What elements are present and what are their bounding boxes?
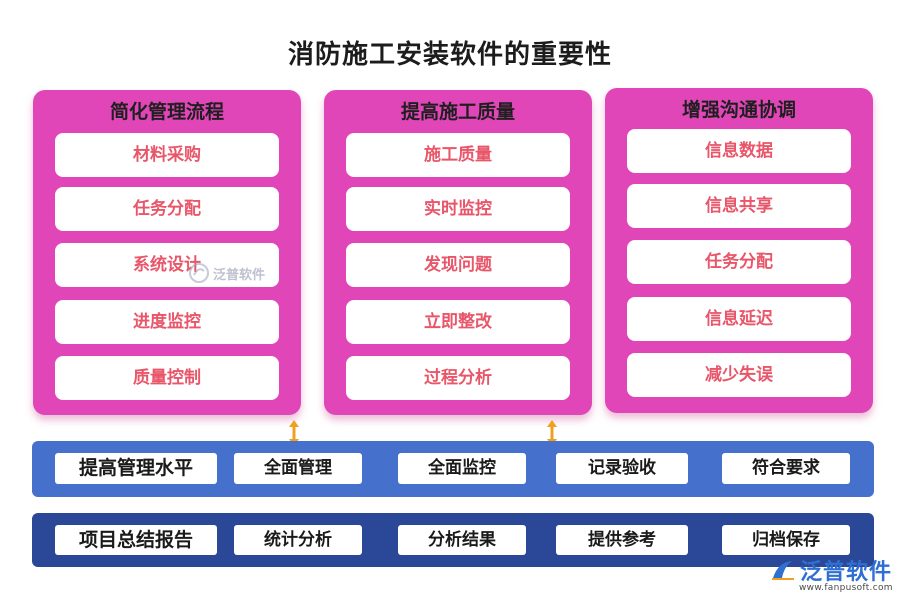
column-item: 信息共享: [627, 184, 851, 228]
column-heading: 提高施工质量: [400, 101, 515, 123]
watermark-text: 泛普软件: [213, 267, 266, 283]
brand-logo: 泛普软件: [770, 554, 892, 586]
column-item: 实时监控: [346, 187, 570, 231]
column-item: 任务分配: [627, 240, 851, 284]
band-item: 记录验收: [556, 453, 688, 484]
double-arrow-icon: [547, 420, 557, 446]
band-item: 提供参考: [556, 525, 688, 555]
column-item: 系统设计: [55, 243, 279, 287]
brand-url: www.fanpusoft.com: [799, 583, 893, 593]
band-lead-label: 提高管理水平: [55, 453, 217, 484]
band-item: 统计分析: [234, 525, 362, 555]
band-item: 符合要求: [722, 453, 850, 484]
column-item: 立即整改: [346, 300, 570, 344]
brand-name: 泛普软件: [800, 560, 893, 585]
column-item: 任务分配: [55, 187, 279, 231]
band-item: 全面监控: [398, 453, 526, 484]
column-item: 发现问题: [346, 243, 570, 287]
band-lead-label: 项目总结报告: [55, 525, 217, 555]
column-item: 材料采购: [55, 133, 279, 177]
band-item: 归档保存: [722, 525, 850, 555]
column-item: 质量控制: [55, 356, 279, 400]
column-heading: 简化管理流程: [109, 101, 224, 123]
column-item: 进度监控: [55, 300, 279, 344]
watermark: 泛普软件: [188, 262, 265, 284]
column-heading: 增强沟通协调: [681, 99, 796, 121]
column-item: 施工质量: [346, 133, 570, 177]
column-item: 减少失误: [627, 353, 851, 397]
band-item: 分析结果: [398, 525, 526, 555]
brand-logo-icon: [772, 561, 794, 580]
column-enhance-communication: 增强沟通协调 信息数据 信息共享 任务分配 信息延迟 减少失误: [605, 88, 873, 413]
band-project-summary: 项目总结报告 统计分析 分析结果 提供参考 归档保存: [32, 513, 874, 567]
column-simplify-management: 简化管理流程 材料采购 任务分配 系统设计 进度监控 质量控制: [33, 90, 301, 415]
column-item: 过程分析: [346, 356, 570, 400]
band-item: 全面管理: [234, 453, 362, 484]
band-management-level: 提高管理水平 全面管理 全面监控 记录验收 符合要求: [32, 441, 874, 497]
column-improve-quality: 提高施工质量 施工质量 实时监控 发现问题 立即整改 过程分析: [324, 90, 592, 415]
page-title: 消防施工安装软件的重要性: [287, 40, 612, 70]
double-arrow-icon: [289, 420, 299, 446]
column-item: 信息数据: [627, 129, 851, 173]
column-item: 信息延迟: [627, 297, 851, 341]
watermark-logo-icon: [189, 263, 209, 283]
